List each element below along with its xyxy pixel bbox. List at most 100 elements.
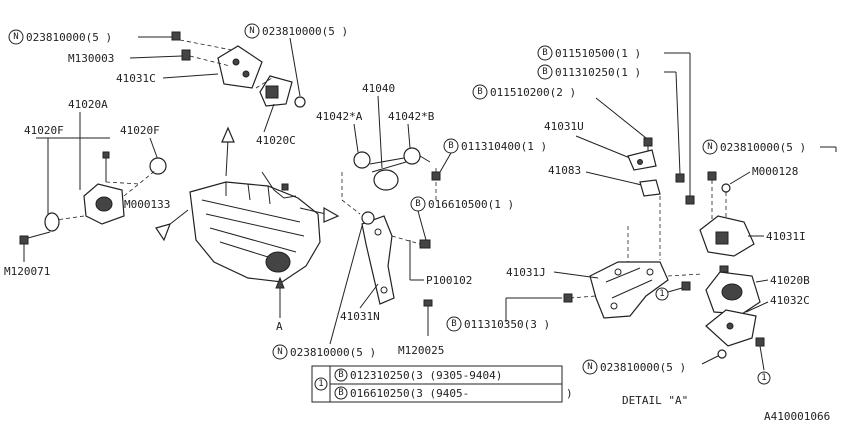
svg-text:011310350(3 ): 011310350(3 )	[464, 318, 550, 331]
callout-41031n: 41031N	[340, 283, 380, 323]
svg-text:011310400(1 ): 011310400(1 )	[461, 140, 547, 153]
callout-n-023810000-top: N 023810000(5 )	[8, 29, 172, 45]
callout-b-011510200: B 011510200(2 )	[472, 84, 647, 139]
svg-text:023810000(5 ): 023810000(5 )	[290, 346, 376, 359]
spacer-41083	[627, 173, 695, 262]
svg-text:41040: 41040	[362, 82, 395, 95]
callout-n-023810000-right2: N 023810000(5 )	[582, 349, 727, 375]
callout-41040: 41040	[362, 82, 395, 169]
svg-text:B: B	[542, 48, 547, 58]
svg-text:41020F: 41020F	[24, 124, 64, 137]
bracket-41031j	[569, 261, 703, 319]
bolt-1-marker: 1	[655, 281, 691, 301]
svg-text:1: 1	[318, 379, 323, 389]
svg-text:41083: 41083	[548, 164, 581, 177]
svg-text:N: N	[707, 142, 712, 152]
washer-right	[149, 157, 167, 175]
svg-text:B: B	[415, 199, 420, 209]
detail-a-label: DETAIL "A"	[622, 394, 688, 407]
mount-41020c	[255, 75, 293, 107]
svg-text:023810000(5 ): 023810000(5 )	[26, 31, 112, 44]
callout-b-011310350: B 011310350(3 )	[446, 293, 573, 332]
svg-text:M000133: M000133	[124, 198, 170, 211]
svg-text:41020B: 41020B	[770, 274, 810, 287]
svg-text:023810000(5 ): 023810000(5 )	[600, 361, 686, 374]
svg-text:1: 1	[659, 289, 664, 299]
svg-text:B: B	[448, 141, 453, 151]
svg-text:41031J: 41031J	[506, 266, 546, 279]
svg-text:016610500(1 ): 016610500(1 )	[428, 198, 514, 211]
svg-text:N: N	[277, 347, 282, 357]
bolt-top-small	[171, 31, 181, 41]
mount-41020b	[705, 265, 761, 315]
svg-text:A: A	[276, 320, 283, 333]
svg-text:41020A: 41020A	[68, 98, 108, 111]
callout-41020b: 41020B	[755, 274, 810, 287]
callout-m120025: M120025	[398, 344, 444, 357]
svg-text:016610250(3 (9405-: 016610250(3 (9405-	[350, 387, 469, 400]
svg-text:023810000(5 ): 023810000(5 )	[262, 25, 348, 38]
callout-m120071: M120071	[4, 244, 50, 278]
callout-b-011310250: B 011310250(1 )	[537, 64, 681, 175]
svg-text:023810000(5 ): 023810000(5 )	[720, 141, 806, 154]
bracket-41032c	[705, 309, 757, 347]
svg-text:012310250(3 (9305-9404): 012310250(3 (9305-9404)	[350, 369, 502, 382]
callout-m000133: M000133	[124, 198, 170, 211]
svg-text:B: B	[338, 370, 343, 380]
svg-text:): )	[566, 387, 573, 400]
callout-41020c: 41020C	[256, 103, 296, 147]
bracket-41031u	[627, 149, 657, 171]
arrow-a: A	[275, 276, 285, 333]
svg-text:B: B	[477, 87, 482, 97]
svg-text:41020C: 41020C	[256, 134, 296, 147]
callout-m130003: M130003	[68, 49, 191, 65]
bolt-m120071	[19, 231, 51, 245]
svg-text:011510500(1 ): 011510500(1 )	[555, 47, 641, 60]
svg-text:M000128: M000128	[752, 165, 798, 178]
engine-block	[155, 126, 340, 283]
svg-text:B: B	[451, 319, 456, 329]
svg-text:41031I: 41031I	[766, 230, 806, 243]
svg-text:DETAIL "A": DETAIL "A"	[622, 394, 688, 407]
callout-b-011310400: B 011310400(1 )	[431, 138, 547, 181]
svg-text:N: N	[587, 362, 592, 372]
callout-41031c: 41031C	[116, 72, 219, 85]
callout-41031u: 41031U	[544, 120, 631, 159]
svg-text:011510200(2 ): 011510200(2 )	[490, 86, 576, 99]
svg-text:41031N: 41031N	[340, 310, 380, 323]
bolt-m120025	[423, 299, 433, 336]
mount-41031i	[699, 215, 755, 257]
callout-41083: 41083	[548, 164, 647, 187]
nut-bottom-right: 1	[755, 337, 771, 385]
svg-text:B: B	[542, 67, 547, 77]
svg-text:B: B	[338, 388, 343, 398]
svg-text:41031U: 41031U	[544, 120, 584, 133]
svg-text:A410001066: A410001066	[764, 410, 830, 423]
callout-n-023810000-mid: N 023810000(5 )	[272, 225, 376, 360]
svg-text:41031C: 41031C	[116, 72, 156, 85]
callout-41020f-left: 41020F	[24, 124, 110, 214]
callout-p100102: P100102	[409, 240, 472, 287]
bracket-41031n	[361, 211, 421, 305]
callout-n-023810000-right: N 023810000(5 )	[702, 139, 837, 155]
callout-41042b: 41042*B	[388, 110, 435, 149]
svg-text:P100102: P100102	[426, 274, 472, 287]
washer-left	[44, 212, 60, 232]
svg-text:41020F: 41020F	[120, 124, 160, 137]
drawing-number: A410001066	[764, 410, 830, 423]
callout-41020a: 41020A	[68, 98, 108, 190]
bolt-vertical-left	[102, 151, 110, 182]
svg-text:011310250(1 ): 011310250(1 )	[555, 66, 641, 79]
svg-text:N: N	[249, 26, 254, 36]
svg-text:M130003: M130003	[68, 52, 114, 65]
svg-text:41042*B: 41042*B	[388, 110, 435, 123]
callout-41042a: 41042*A	[316, 110, 363, 153]
callout-41031i: 41031I	[748, 230, 806, 243]
callout-b-016610500: B 016610500(1 )	[410, 196, 514, 249]
callout-41031j: 41031J	[506, 266, 599, 279]
callout-m000128: M000128	[707, 165, 798, 226]
legend-box: 1 B 012310250(3 (9305-9404) B 016610250(…	[311, 365, 573, 403]
svg-text:1: 1	[761, 373, 766, 383]
svg-text:M120025: M120025	[398, 344, 444, 357]
